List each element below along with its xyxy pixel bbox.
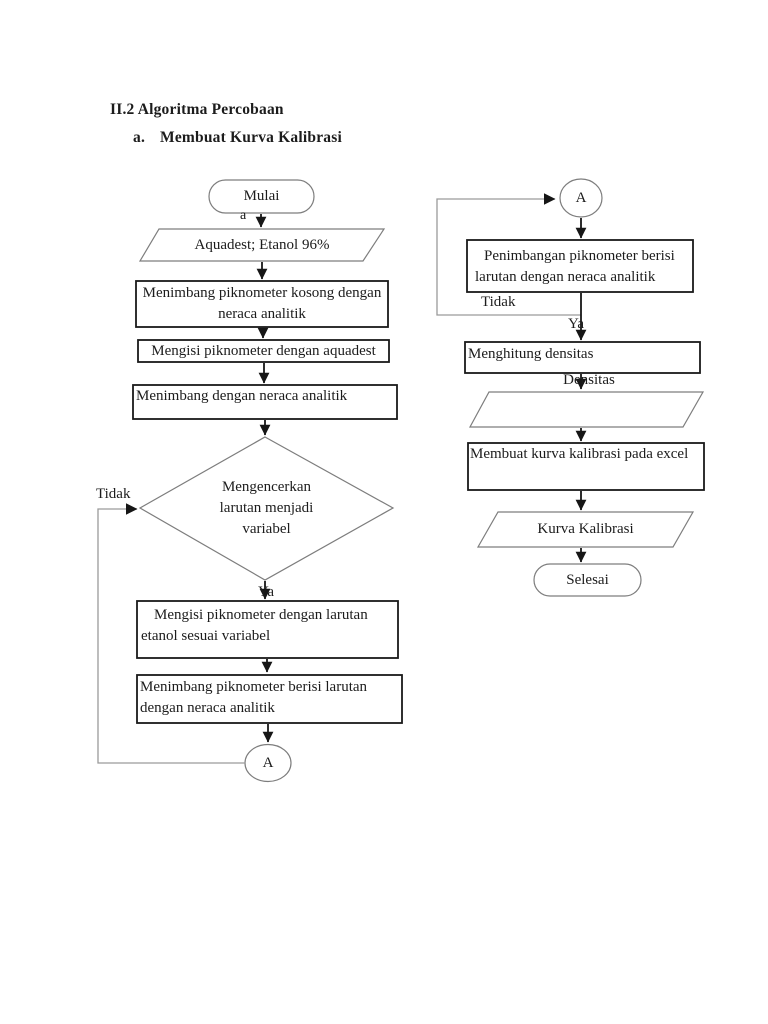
- process-weigh-filled-shape: [136, 674, 403, 724]
- input-parallelogram-shape: [138, 228, 386, 262]
- process-weigh-filled-label: Menimbang piknometer berisi larutan deng…: [140, 677, 398, 719]
- process-make-curve-shape: [467, 442, 705, 491]
- process-weigh-empty-shape: [135, 280, 389, 328]
- process-calc-density-label: Menghitung densitas: [468, 346, 594, 362]
- text-line: Mengencerkan: [221, 479, 312, 495]
- process-fill-ethanol-label: Mengisi piknometer dengan larutan etanol…: [141, 605, 391, 647]
- loop-yes-label: Ya: [568, 316, 584, 332]
- connector-a-right-label: A: [575, 189, 587, 206]
- end-terminator-shape: [533, 563, 642, 597]
- loop-no-label: Tidak: [481, 294, 516, 310]
- start-terminator-label: Mulai: [243, 188, 280, 204]
- process-weigh-balance-label: Menimbang dengan neraca analitik: [136, 388, 348, 404]
- text-line: Mengisi piknometer dengan larutan: [154, 607, 368, 623]
- process-make-curve-label: Membuat kurva kalibrasi pada excel: [470, 446, 689, 462]
- loop-line-left-tidak: [97, 503, 245, 764]
- decision-yes-label: Ya: [258, 583, 274, 600]
- text-line: larutan menjadi: [219, 500, 314, 516]
- subsection-title: Membuat Kurva Kalibrasi: [160, 129, 342, 146]
- process-fill-aquadest-shape: [137, 339, 390, 363]
- loop-line-right-tidak: [436, 193, 581, 316]
- text-line: etanol sesuai variabel: [141, 628, 271, 644]
- process-weigh-empty-label: Menimbang piknometer kosong dengan nerac…: [136, 281, 388, 327]
- text-line: dengan neraca analitik: [140, 700, 275, 716]
- input-parallelogram-label: Aquadest; Etanol 96%: [194, 236, 330, 253]
- output-density-annotation: Densitas: [563, 371, 615, 388]
- process-weigh-solution-shape: [466, 239, 694, 293]
- connector-a-right-shape: [559, 178, 603, 218]
- text-line: Menimbang piknometer kosong dengan: [142, 285, 382, 301]
- text-line: Menimbang piknometer berisi larutan: [140, 679, 368, 695]
- text-line: neraca analitik: [218, 306, 306, 322]
- start-annotation: a: [240, 208, 247, 223]
- section-heading: II.2 Algoritma Percobaan: [110, 101, 284, 118]
- decision-label: Mengencerkan larutan menjadi variabel: [140, 437, 393, 580]
- output-curve-label: Kurva Kalibrasi: [537, 521, 634, 537]
- start-terminator-shape: [208, 179, 315, 214]
- text-line: variabel: [242, 521, 291, 537]
- decision-no-label: Tidak: [96, 486, 131, 502]
- connector-a-left-label: A: [262, 754, 274, 771]
- process-fill-aquadest-label: Mengisi piknometer dengan aquadest: [151, 342, 376, 359]
- process-weigh-solution-label: Penimbangan piknometer berisi larutan de…: [475, 246, 689, 288]
- end-terminator-label: Selesai: [566, 571, 609, 588]
- text-line: larutan dengan neraca analitik: [475, 269, 656, 285]
- text-line: Penimbangan piknometer berisi: [484, 248, 675, 264]
- process-fill-ethanol-shape: [136, 600, 399, 659]
- output-density-parallelogram-shape: [468, 391, 705, 428]
- process-calc-density-shape: [464, 341, 701, 374]
- decision-diamond-shape: [138, 436, 395, 581]
- output-curve-parallelogram-shape: [476, 511, 695, 548]
- subsection-heading: a. Membuat Kurva Kalibrasi: [133, 129, 342, 147]
- list-marker: a.: [133, 129, 146, 146]
- process-weigh-balance-shape: [132, 384, 398, 420]
